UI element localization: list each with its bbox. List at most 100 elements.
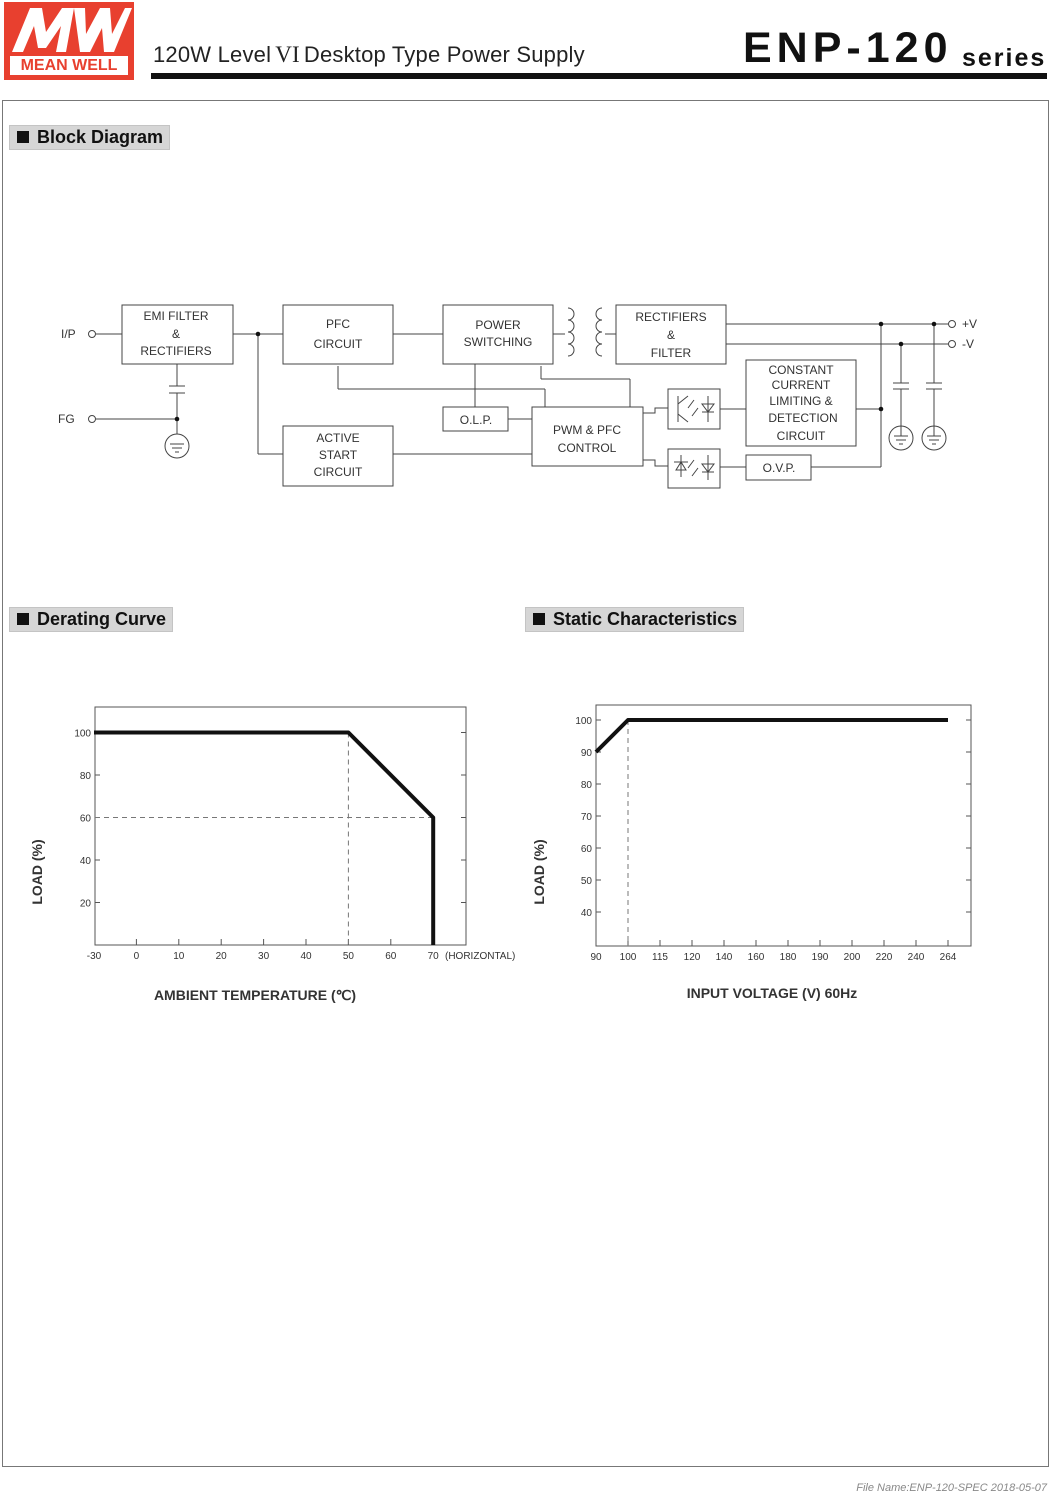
x-tick-label: 60 <box>385 951 397 962</box>
block-diagram: I/P FG +V -V EMI FILTER & RECTIFIERS PFC… <box>58 304 977 489</box>
block-label: FILTER <box>651 346 692 360</box>
y-tick-label: 20 <box>80 899 92 910</box>
y-tick-label: 60 <box>581 844 593 855</box>
block-label: ACTIVE <box>316 431 359 445</box>
section-title: Block Diagram <box>37 127 164 147</box>
bullet-square-icon <box>533 613 545 625</box>
block-label: CIRCUIT <box>777 429 826 443</box>
series-line <box>594 718 948 754</box>
block-label: & <box>172 327 180 341</box>
ground-icon <box>921 425 947 451</box>
x-tick-label: 0 <box>134 951 140 962</box>
y-tick-label: 100 <box>575 716 592 727</box>
block-label: PWM & PFC <box>553 423 621 437</box>
constant-current-block <box>745 359 857 447</box>
x-tick-label: 120 <box>684 952 701 963</box>
x-tick-label: 240 <box>908 952 925 963</box>
section-block-diagram: Block Diagram <box>9 125 171 150</box>
series-label: series <box>962 44 1047 72</box>
y-axis-label: LOAD (%) <box>531 839 547 904</box>
optocoupler-icon <box>667 448 721 489</box>
content-frame <box>2 100 1049 1467</box>
x-tick-label: 180 <box>780 952 797 963</box>
x-tick-label: -30 <box>87 951 102 962</box>
mw-logo-mark-icon <box>12 8 132 52</box>
pfc-circuit-block <box>282 304 394 365</box>
x-axis-label: AMBIENT TEMPERATURE (℃) <box>154 987 356 1003</box>
active-start-block <box>282 425 394 487</box>
x-tick-label: 50 <box>343 951 355 962</box>
y-tick-label: 80 <box>80 771 92 782</box>
x-tick-label: 10 <box>173 951 185 962</box>
x-tick-label: 90 <box>590 952 602 963</box>
header-rule <box>151 73 1047 79</box>
vminus-label: -V <box>962 337 974 351</box>
block-label: POWER <box>475 318 521 332</box>
x-axis-note: (HORIZONTAL) <box>445 951 515 962</box>
y-tick-label: 60 <box>80 814 92 825</box>
subtitle-text: 120W Level <box>153 42 272 67</box>
x-tick-label: 264 <box>940 952 957 963</box>
ovp-block <box>745 454 812 481</box>
block-label: CURRENT <box>772 378 831 392</box>
optocoupler-icon <box>667 388 721 430</box>
mean-well-logo: MEAN WELL <box>4 2 134 80</box>
x-axis-label: INPUT VOLTAGE (V) 60Hz <box>687 985 858 1001</box>
section-derating-curve: Derating Curve <box>9 607 174 632</box>
y-tick-label: 50 <box>581 876 593 887</box>
x-tick-label: 115 <box>652 952 668 963</box>
x-tick-label: 140 <box>716 952 733 963</box>
block-label: EMI FILTER <box>143 309 208 323</box>
logo-brand-text: MEAN WELL <box>10 56 128 75</box>
x-tick-label: 40 <box>300 951 312 962</box>
x-tick-label: 190 <box>812 952 829 963</box>
rectifiers-filter-block <box>615 304 727 365</box>
x-tick-label: 20 <box>216 951 228 962</box>
y-tick-label: 90 <box>581 748 593 759</box>
block-label: CONTROL <box>558 441 617 455</box>
section-title: Static Characteristics <box>553 609 738 629</box>
vplus-label: +V <box>962 317 977 331</box>
ground-icon <box>888 425 914 451</box>
plot-frame <box>595 704 972 947</box>
y-tick-label: 70 <box>581 812 593 823</box>
block-label: DETECTION <box>768 411 837 425</box>
ip-label: I/P <box>61 327 76 341</box>
x-tick-label: 70 <box>428 951 440 962</box>
fg-label: FG <box>58 412 75 426</box>
x-tick-label: 200 <box>844 952 861 963</box>
power-switching-block <box>442 304 554 365</box>
series-line <box>94 730 436 945</box>
block-label: CIRCUIT <box>314 465 363 479</box>
block-label: CIRCUIT <box>314 337 363 351</box>
plot-frame <box>94 706 467 946</box>
y-tick-label: 40 <box>80 856 92 867</box>
model-name: ENP-120 <box>743 24 953 72</box>
y-tick-label: 100 <box>74 729 91 740</box>
x-tick-label: 100 <box>620 952 637 963</box>
subtitle-level: VI <box>275 42 300 67</box>
x-tick-label: 220 <box>876 952 893 963</box>
block-label: LIMITING & <box>769 394 832 408</box>
bullet-square-icon <box>17 131 29 143</box>
y-tick-label: 40 <box>581 908 593 919</box>
emi-filter-block <box>121 304 234 365</box>
section-title: Derating Curve <box>37 609 167 629</box>
block-label: PFC <box>326 317 350 331</box>
olp-block <box>442 406 509 432</box>
block-label: O.V.P. <box>763 461 796 475</box>
block-label: & <box>667 328 675 342</box>
subtitle-text-end: Desktop Type Power Supply <box>303 42 585 67</box>
section-static-characteristics: Static Characteristics <box>525 607 745 632</box>
block-label: RECTIFIERS <box>140 344 211 358</box>
derating-curve-chart: 20 40 60 80 100 -30 0 10 20 30 40 50 60 70 (HORIZONTAL… <box>29 706 515 1003</box>
block-label: RECTIFIERS <box>635 310 706 324</box>
ground-icon <box>164 433 190 459</box>
block-label: SWITCHING <box>464 335 533 349</box>
block-label: O.L.P. <box>460 413 492 427</box>
block-label: CONSTANT <box>768 363 834 377</box>
file-name-footer: File Name:ENP-120-SPEC 2018-05-07 <box>856 1482 1047 1494</box>
x-tick-label: 30 <box>258 951 270 962</box>
block-label: START <box>319 448 358 462</box>
